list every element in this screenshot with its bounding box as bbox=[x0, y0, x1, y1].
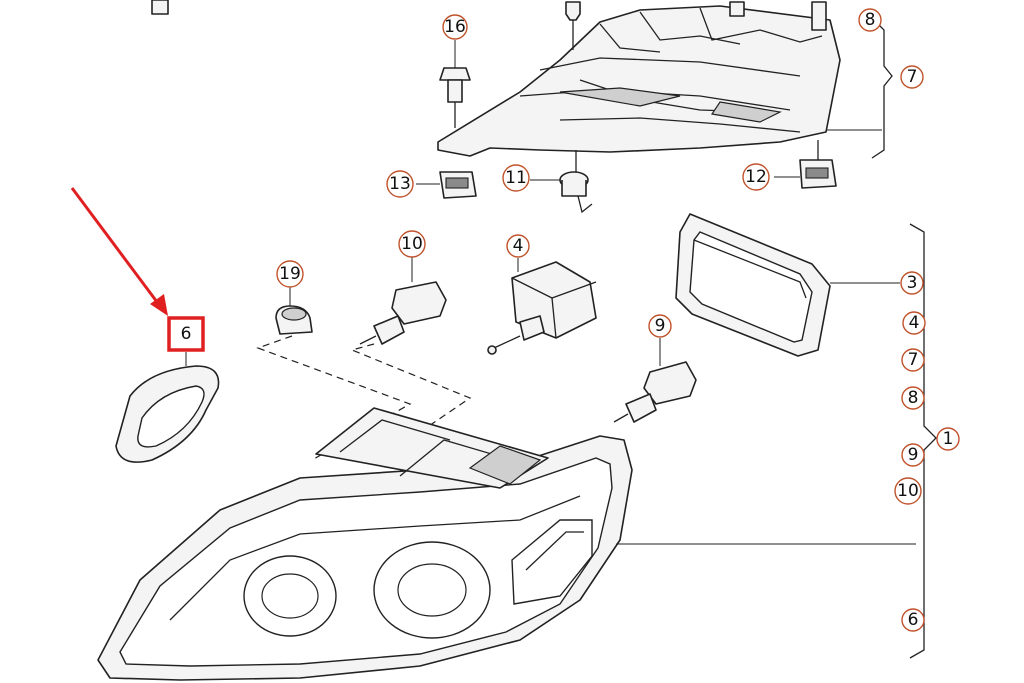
bulb-10 bbox=[359, 256, 447, 345]
svg-text:6: 6 bbox=[908, 610, 919, 630]
callout-8-list: 8 bbox=[901, 386, 925, 410]
callout-12: 12 bbox=[742, 163, 770, 191]
svg-text:7: 7 bbox=[907, 67, 918, 87]
headlight-housing bbox=[97, 407, 916, 681]
callout-9: 9 bbox=[648, 314, 672, 338]
svg-text:4: 4 bbox=[909, 313, 920, 333]
highlight-arrow bbox=[70, 187, 168, 316]
cover-ring-6 bbox=[115, 352, 220, 463]
svg-text:10: 10 bbox=[897, 481, 919, 501]
bulb-19 bbox=[275, 286, 313, 335]
callout-4: 4 bbox=[506, 234, 530, 258]
svg-text:8: 8 bbox=[865, 10, 876, 30]
svg-text:13: 13 bbox=[389, 174, 411, 194]
ballast-4 bbox=[487, 258, 597, 355]
callout-1: 1 bbox=[936, 427, 960, 451]
callout-7-top: 7 bbox=[900, 65, 924, 89]
callout-16: 16 bbox=[442, 14, 468, 40]
callout-3: 3 bbox=[900, 271, 924, 295]
svg-text:11: 11 bbox=[505, 168, 527, 188]
svg-text:3: 3 bbox=[907, 273, 918, 293]
callout-10-list: 10 bbox=[894, 477, 922, 505]
callout-7-list: 7 bbox=[901, 348, 925, 372]
headlight-bracket bbox=[437, 5, 841, 157]
svg-text:10: 10 bbox=[401, 234, 423, 254]
svg-text:7: 7 bbox=[908, 350, 919, 370]
top-clip bbox=[729, 1, 827, 31]
svg-text:16: 16 bbox=[444, 17, 466, 37]
highlight-box bbox=[167, 316, 205, 352]
top-left-stub bbox=[151, 0, 169, 15]
group-brace-7 bbox=[871, 23, 893, 159]
svg-text:9: 9 bbox=[655, 316, 666, 336]
callout-13: 13 bbox=[386, 170, 414, 198]
callout-11: 11 bbox=[502, 164, 530, 192]
callout-8-top: 8 bbox=[858, 8, 882, 32]
callout-4-list: 4 bbox=[902, 311, 926, 335]
trim-frame-3 bbox=[675, 213, 900, 357]
grommet-11 bbox=[530, 150, 593, 214]
svg-text:12: 12 bbox=[745, 167, 767, 187]
svg-text:8: 8 bbox=[908, 388, 919, 408]
bulb-9 bbox=[613, 338, 697, 423]
svg-text:4: 4 bbox=[513, 236, 524, 256]
callout-6-highlighted: 6 bbox=[181, 324, 192, 344]
bolt-16 bbox=[439, 40, 471, 128]
callout-6-list: 6 bbox=[901, 608, 925, 632]
group-brace-1 bbox=[909, 223, 937, 659]
clip-13 bbox=[416, 171, 477, 199]
guide-line-10 bbox=[350, 343, 472, 433]
clip-12 bbox=[774, 140, 837, 189]
svg-text:19: 19 bbox=[279, 264, 301, 284]
svg-text:9: 9 bbox=[908, 445, 919, 465]
callout-9-list: 9 bbox=[901, 443, 925, 467]
svg-text:1: 1 bbox=[943, 429, 954, 449]
callout-10: 10 bbox=[398, 230, 426, 258]
top-screw bbox=[565, 1, 581, 50]
callout-19: 19 bbox=[276, 260, 304, 288]
